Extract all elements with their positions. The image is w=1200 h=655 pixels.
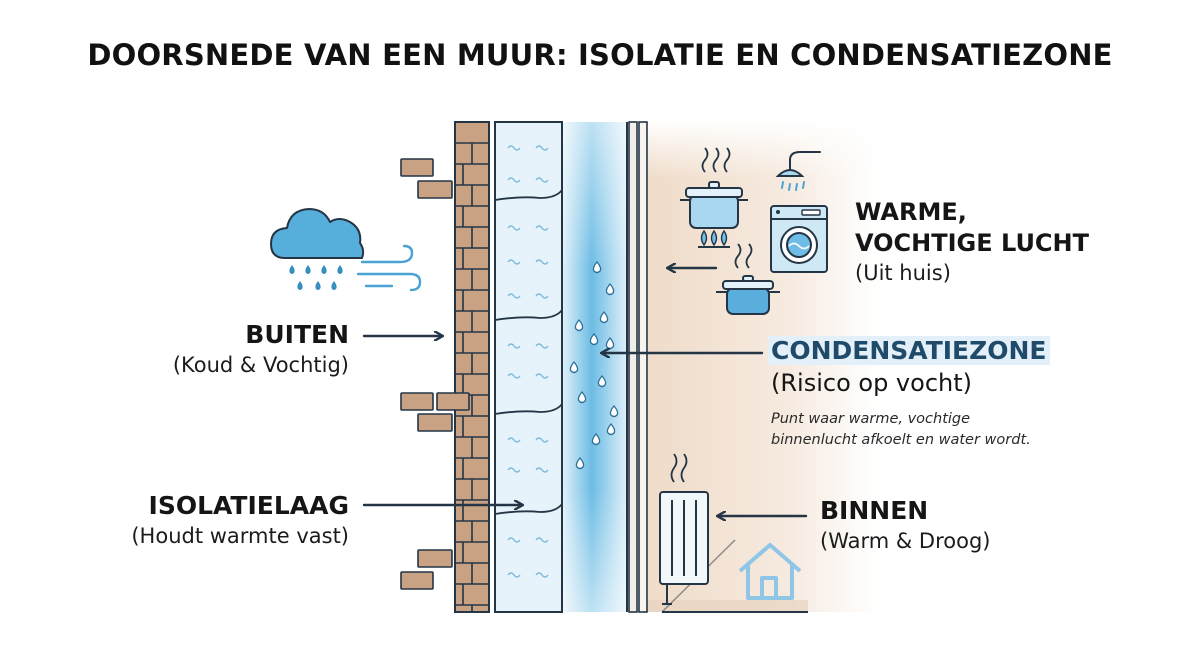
inner-wall-board bbox=[628, 121, 648, 613]
water-drop bbox=[592, 260, 602, 274]
house-icon bbox=[738, 543, 802, 600]
insulation-title: ISOLATIELAAG bbox=[148, 491, 349, 520]
steaming-pot-icon bbox=[716, 243, 780, 315]
shower-icon bbox=[775, 151, 821, 191]
water-drop bbox=[569, 360, 579, 374]
insulation-layer bbox=[494, 121, 563, 613]
warm-air-label: WARME, VOCHTIGE LUCHT (Uit huis) bbox=[855, 197, 1089, 287]
leader-arrows bbox=[362, 268, 808, 516]
condensation-zone bbox=[563, 122, 628, 612]
water-drop bbox=[599, 310, 609, 324]
brick-wall bbox=[454, 121, 490, 613]
gas-burner-icon bbox=[698, 229, 730, 248]
water-drop bbox=[589, 332, 599, 346]
inside-title: BINNEN bbox=[820, 496, 929, 525]
condensation-title: CONDENSATIEZONE bbox=[768, 336, 1050, 365]
warm-air-subtitle: (Uit huis) bbox=[855, 261, 951, 285]
inside-label: BINNEN (Warm & Droog) bbox=[820, 495, 991, 555]
condensation-description-line1: Punt waar warme, vochtige bbox=[771, 411, 971, 427]
insulation-subtitle: (Houdt warmte vast) bbox=[131, 524, 349, 548]
outside-label: BUITEN (Koud & Vochtig) bbox=[173, 319, 349, 379]
condensation-label: CONDENSATIEZONE (Risico op vocht) Punt w… bbox=[768, 335, 1050, 451]
outside-title: BUITEN bbox=[245, 320, 349, 349]
rain-cloud-icon bbox=[270, 208, 365, 290]
water-drop bbox=[605, 282, 615, 296]
washing-machine-icon bbox=[770, 205, 828, 273]
water-drop bbox=[577, 390, 587, 404]
condensation-description-line2: binnenlucht afkoelt en water wordt. bbox=[771, 432, 1031, 448]
steaming-pot-icon bbox=[680, 147, 748, 229]
condensation-subtitle: (Risico op vocht) bbox=[771, 369, 972, 397]
inside-subtitle: (Warm & Droog) bbox=[820, 529, 991, 553]
wind-icon bbox=[356, 244, 422, 292]
outside-subtitle: (Koud & Vochtig) bbox=[172, 353, 349, 377]
water-drop bbox=[597, 374, 607, 388]
water-drop bbox=[574, 318, 584, 332]
loose-bricks bbox=[400, 158, 470, 590]
insulation-label: ISOLATIELAAG (Houdt warmte vast) bbox=[131, 490, 349, 550]
water-drop bbox=[606, 422, 616, 436]
water-drop bbox=[591, 432, 601, 446]
warm-air-title-line1: WARME, bbox=[855, 198, 967, 226]
water-drop bbox=[605, 336, 615, 350]
water-drop bbox=[575, 456, 585, 470]
diagram-title: DOORSNEDE VAN EEN MUUR: ISOLATIE EN COND… bbox=[87, 38, 1113, 72]
warm-air-title-line2: VOCHTIGE LUCHT bbox=[855, 229, 1089, 257]
water-drop bbox=[609, 404, 619, 418]
radiator-icon bbox=[659, 453, 709, 605]
